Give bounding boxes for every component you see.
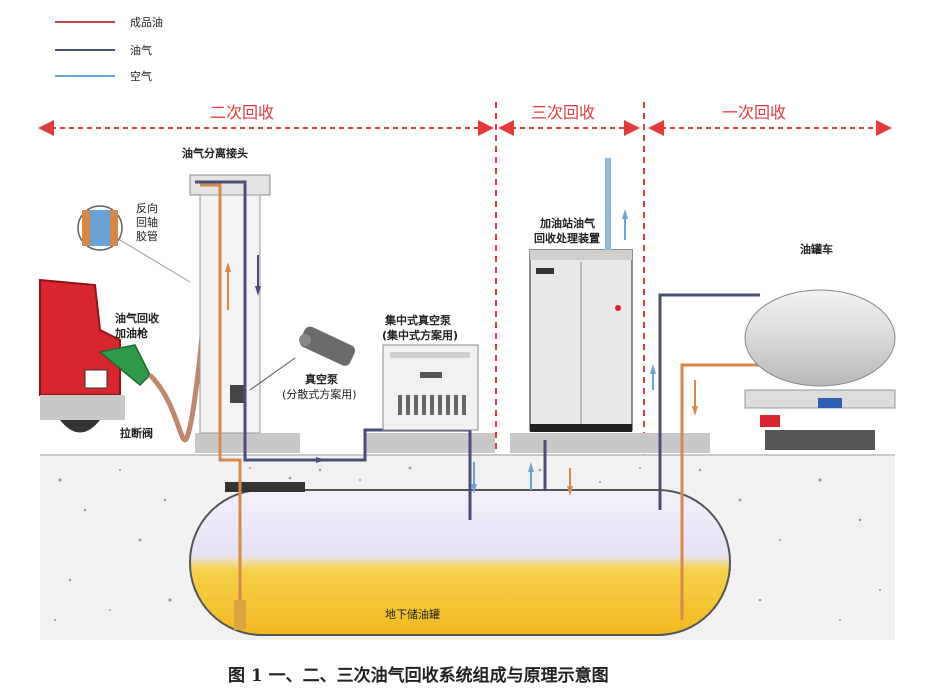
central-pump-label-2: (集中式方案用) [382, 328, 458, 342]
vacuum-pump-label-2: (分散式方案用) [282, 387, 357, 401]
stage-third-label: 三次回收 [531, 103, 595, 122]
breakaway-valve-label: 拉断阀 [120, 426, 153, 440]
figure-caption: 图 1 一、二、三次油气回收系统组成与原理示意图 [228, 665, 609, 686]
coax-hose-label-1: 反向 [136, 201, 158, 215]
central-pump-label-1: 集中式真空泵 [384, 313, 451, 327]
vacuum-pump-label-1: 真空泵 [305, 372, 338, 386]
air-pipes [471, 209, 656, 494]
car [39, 278, 125, 433]
central-pump-platform [365, 433, 495, 453]
legend-fuel-label: 成品油 [130, 15, 163, 29]
coax-hose-detail: 反向 回轴 胶管 [77, 201, 191, 283]
treatment-unit-label-2: 回收处理装置 [534, 231, 600, 245]
legend: 成品油 油气 空气 [55, 15, 163, 83]
underground-tank: 地下储油罐 [189, 482, 731, 636]
fuel-pipes [200, 183, 760, 630]
underground-tank-label: 地下储油罐 [385, 607, 440, 621]
stage-second-label: 二次回收 [210, 103, 274, 122]
vapor-treatment-unit [529, 158, 633, 432]
tanker-label: 油罐车 [800, 242, 833, 256]
legend-vapor-label: 油气 [130, 43, 152, 57]
nozzle-label-1: 油气回收 [115, 311, 159, 325]
stage-markers: 二次回收 三次回收 一次回收 [38, 102, 892, 500]
vacuum-pump-distributed [249, 326, 356, 391]
legend-air-label: 空气 [130, 69, 152, 83]
nozzle-label-2: 加油枪 [114, 326, 148, 340]
central-vacuum-pump [382, 344, 479, 431]
treatment-unit-label-1: 加油站油气 [539, 216, 595, 230]
separator-joint-label: 油气分离接头 [182, 146, 248, 160]
dispenser-platform [195, 433, 300, 453]
coax-hose-label-3: 胶管 [136, 229, 158, 243]
treatment-platform [510, 433, 710, 453]
coax-hose-label-2: 回轴 [136, 215, 158, 229]
tanker-truck [744, 289, 896, 450]
fuel-dispenser [189, 174, 271, 434]
stage-first-label: 一次回收 [722, 103, 786, 122]
